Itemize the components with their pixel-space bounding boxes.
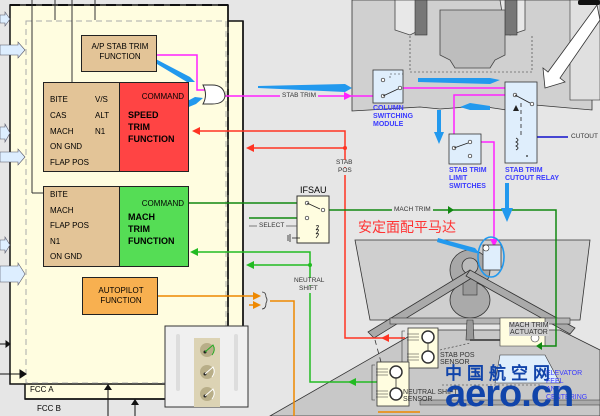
autopilot-function-box: AUTOPILOT FUNCTION <box>82 277 158 315</box>
label-line: STAB POS <box>440 352 475 359</box>
ap-stab-trim-function-box: A/P STAB TRIM FUNCTION <box>81 35 157 72</box>
stab-trim-motor <box>477 236 505 278</box>
elevator-feel-label: ELEVATOR FEEL AND CENTERING <box>546 370 600 402</box>
speed-input: ALT <box>95 111 110 120</box>
speed-trim-name: TRIM <box>128 122 150 132</box>
label-line: STAB TRIM <box>449 167 487 174</box>
label-line: AND CENTERING <box>546 386 588 401</box>
mach-trim-signal-path <box>187 202 557 347</box>
label-line: LIMIT <box>449 175 468 182</box>
speed-trim-command-label: COMMAND <box>141 92 184 101</box>
speed-input: ON GND <box>50 142 82 151</box>
label-line: CUTOUT RELAY <box>505 175 560 182</box>
mach-trim-name: TRIM <box>128 224 150 234</box>
cutout-relay-label: STAB TRIM CUTOUT RELAY <box>505 167 559 183</box>
fcc-b-label: FCC B <box>37 404 61 413</box>
neutral-shift-signal-path <box>193 251 380 383</box>
mach-trim-name: FUNCTION <box>128 236 175 246</box>
mach-trim-name: MACH <box>128 212 155 222</box>
speed-input: BITE <box>50 95 68 104</box>
neutral-shift-label-line1: NEUTRAL <box>294 277 325 285</box>
speed-input: V/S <box>95 95 108 104</box>
mach-input: FLAP POS <box>50 221 89 230</box>
watermark-cn: 中国航空网 <box>445 364 555 384</box>
speed-trim-inputs-panel: BITE CAS MACH ON GND FLAP POS V/S ALT N1 <box>43 82 120 172</box>
ifsau-label: IFSAU <box>300 185 327 195</box>
label-line: COLUMN <box>373 105 404 112</box>
label-line: STAB TRIM <box>505 167 543 174</box>
watermark: 中国航空网 aero.cn <box>445 364 574 415</box>
label-line: SWITCHING <box>373 113 414 120</box>
speed-trim-name: FUNCTION <box>128 134 175 144</box>
mach-input: N1 <box>50 237 61 246</box>
stab-trim-motor-annotation: 安定面配平马达 <box>358 220 456 236</box>
mach-input: ON GND <box>50 252 82 261</box>
column-switching-module-label: COLUMN SWITCHING MODULE <box>373 105 413 129</box>
label-line: MODULE <box>373 121 404 128</box>
cutout-signal-label: CUTOUT <box>571 133 598 140</box>
label-line: MACH TRIM <box>509 322 549 329</box>
mach-trim-actuator-label: MACH TRIM ACTUATOR <box>509 322 549 336</box>
watermark-en: aero.cn <box>445 373 574 415</box>
neutral-shift-sensor <box>371 361 410 407</box>
autopilot-signal-path <box>158 295 420 416</box>
neutral-shift-label-line2: SHIFT <box>299 285 318 293</box>
column-switching-module <box>372 69 404 104</box>
ifsau-box <box>249 195 330 244</box>
stab-trim-signal-label: STAB TRIM <box>280 92 319 100</box>
mach-trim-inputs-panel: BITE MACH FLAP POS N1 ON GND <box>43 186 120 267</box>
speed-trim-function-box: COMMAND SPEED TRIM FUNCTION <box>119 82 189 172</box>
input-arrows <box>0 11 26 287</box>
fcc-a-label: FCC A <box>30 385 54 394</box>
label-line: NEUTRAL SHIFT <box>403 389 458 396</box>
mach-trim-signal-label: MACH TRIM <box>392 206 433 214</box>
speed-input: FLAP POS <box>50 158 89 167</box>
stab-pos-label-line1: STAB <box>336 159 353 167</box>
cutout-relay-box <box>504 81 538 164</box>
stabilizer-structure <box>269 239 600 416</box>
autopilot-label-line2: FUNCTION <box>100 296 142 305</box>
limit-switches-label: STAB TRIM LIMIT SWITCHES <box>449 167 487 191</box>
speed-trim-name: SPEED <box>128 110 159 120</box>
callout-arrows <box>147 55 513 254</box>
stab-pos-sensor <box>401 327 439 369</box>
ap-stab-trim-label-line1: A/P STAB TRIM <box>91 42 149 51</box>
input-line-arrows <box>0 340 27 379</box>
label-line: ELEVATOR FEEL <box>546 370 583 385</box>
limit-switches-box <box>448 133 482 165</box>
neutral-shift-sensor-label: NEUTRAL SHIFT SENSOR <box>403 389 458 403</box>
label-line: SENSOR <box>440 359 470 366</box>
stab-pos-signal-path <box>195 130 405 339</box>
trim-selector-panel <box>164 325 249 408</box>
stab-trim-arrow <box>344 92 352 100</box>
select-signal-label: SELECT <box>257 222 287 230</box>
autopilot-label-line1: AUTOPILOT <box>98 286 144 295</box>
ap-stab-trim-label-line2: FUNCTION <box>99 52 141 61</box>
mach-trim-function-box: COMMAND MACH TRIM FUNCTION <box>119 186 189 267</box>
stab-pos-sensor-label: STAB POS SENSOR <box>440 352 475 366</box>
speed-input: N1 <box>95 127 106 136</box>
stab-trim-motor-arrow <box>490 239 498 247</box>
or-gate <box>202 84 226 105</box>
label-line: SENSOR <box>403 396 433 403</box>
mach-input: MACH <box>50 206 74 215</box>
speed-input: MACH <box>50 127 74 136</box>
label-line: ACTUATOR <box>510 329 548 336</box>
mach-trim-command-label: COMMAND <box>141 199 184 208</box>
speed-input: CAS <box>50 111 67 120</box>
control-column-structure <box>351 0 600 113</box>
stab-pos-label-line2: POS <box>338 167 352 175</box>
mach-input: BITE <box>50 190 68 199</box>
label-line: SWITCHES <box>449 183 486 190</box>
